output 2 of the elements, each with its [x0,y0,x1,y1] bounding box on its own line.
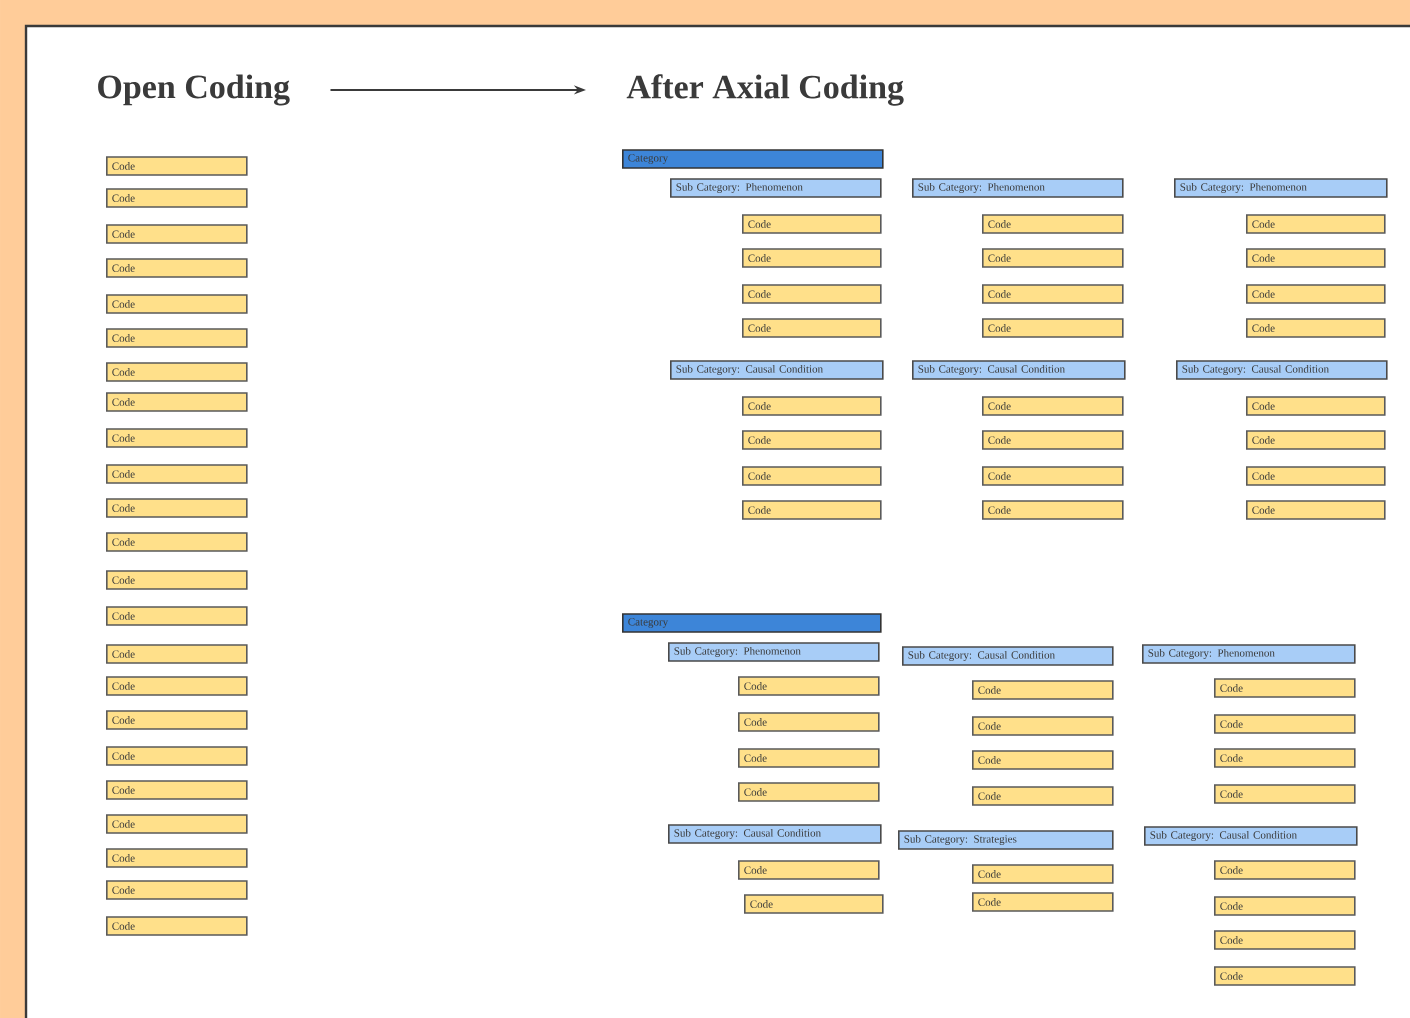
title-text: After Axial Coding [626,74,904,106]
title-text: Open Coding [98,74,290,106]
